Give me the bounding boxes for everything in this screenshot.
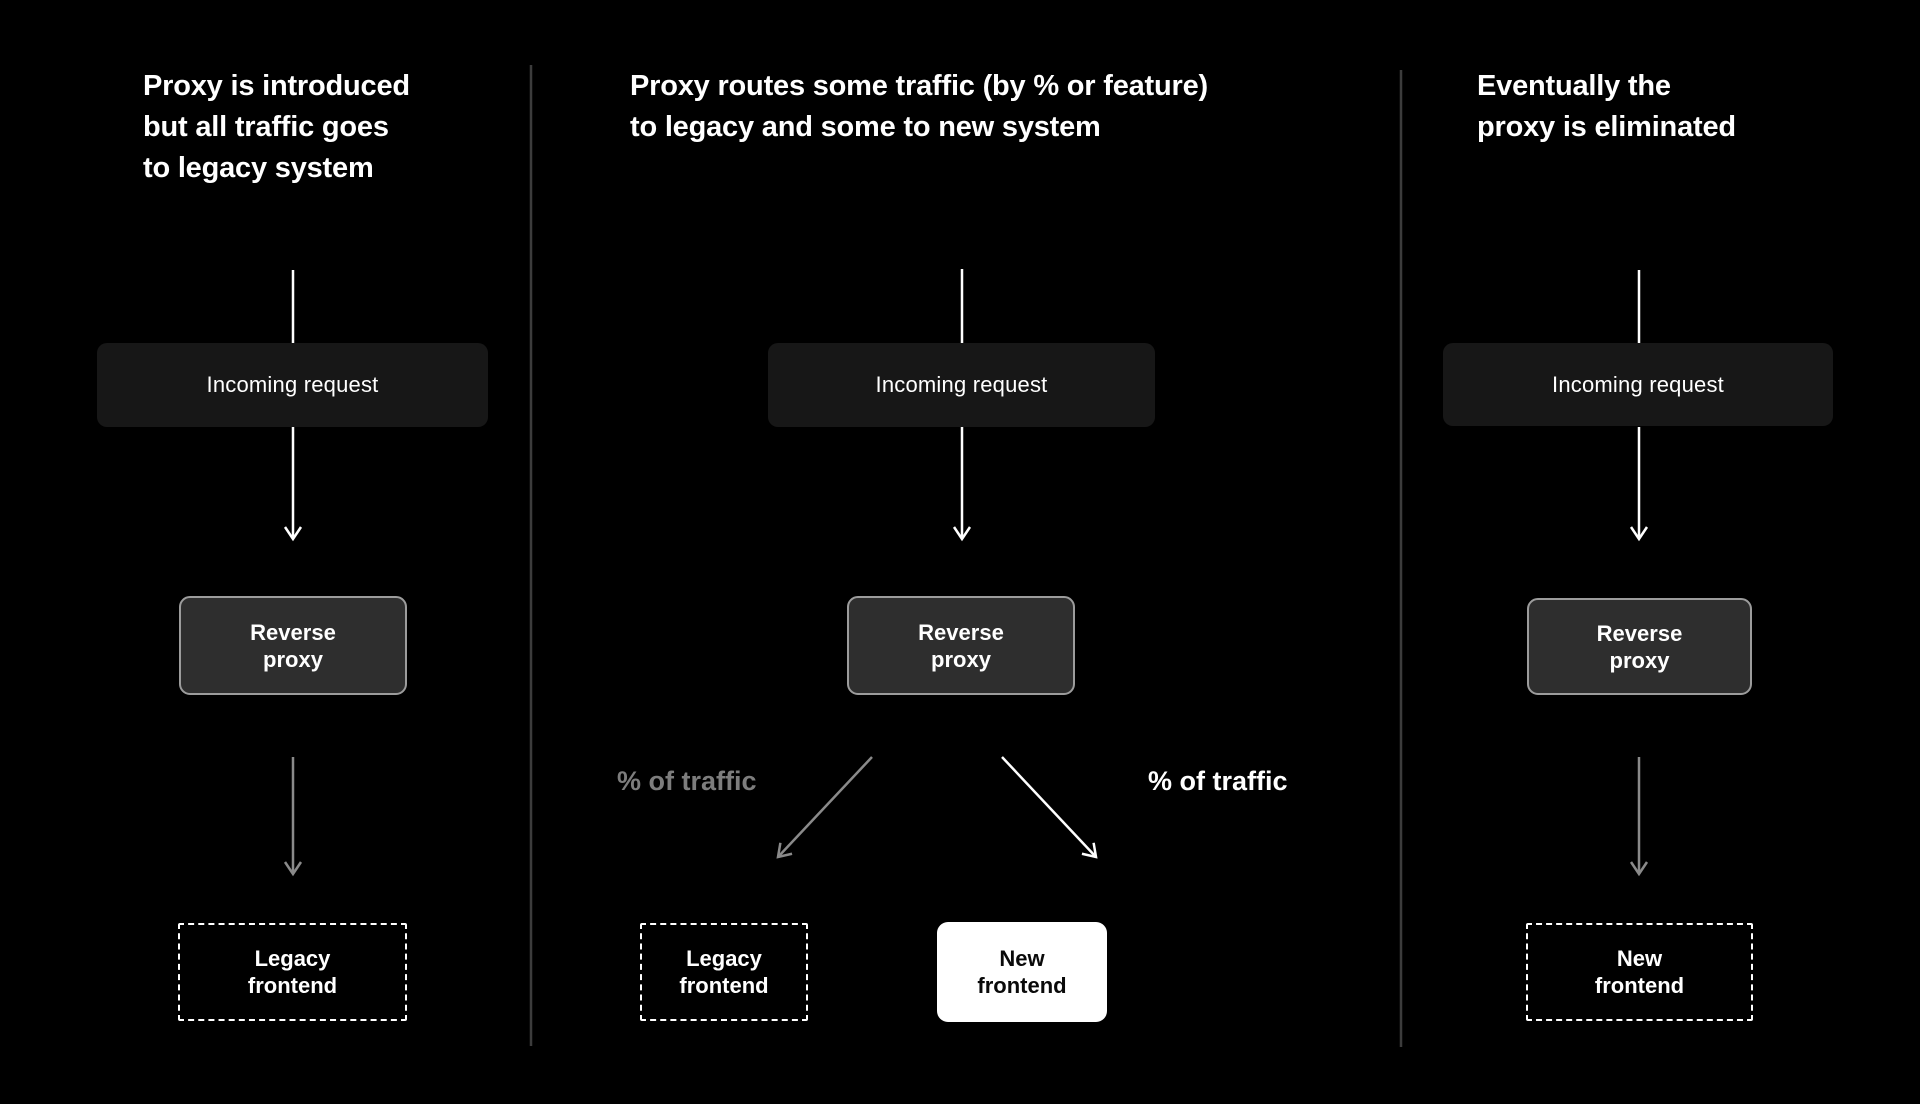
reverse-proxy-box-1: Reverse proxy <box>179 596 407 695</box>
reverse-proxy-label-3: Reverse proxy <box>1596 620 1683 673</box>
arrow-proxy-to-new-2 <box>1001 756 1098 859</box>
incoming-request-box-1: Incoming request <box>97 343 488 427</box>
new-frontend-label-3: New frontend <box>1594 946 1685 998</box>
reverse-proxy-label-1: Reverse proxy <box>250 619 336 672</box>
legacy-frontend-label-1: Legacy frontend <box>247 946 338 998</box>
new-frontend-label-2: New frontend <box>977 946 1067 998</box>
legacy-frontend-box-2: Legacy frontend <box>640 923 808 1021</box>
incoming-request-label-3: Incoming request <box>1552 371 1724 397</box>
incoming-request-box-2: Incoming request <box>768 343 1155 427</box>
panel-1-title: Proxy is introduced but all traffic goes… <box>143 70 410 184</box>
legacy-frontend-label-2: Legacy frontend <box>679 946 769 998</box>
incoming-request-label-2: Incoming request <box>875 372 1048 397</box>
incoming-request-box-3: Incoming request <box>1443 343 1833 426</box>
incoming-request-label-1: Incoming request <box>206 372 379 397</box>
panel-3-title: Eventually the proxy is eliminated <box>1477 70 1736 143</box>
legacy-frontend-box-1: Legacy frontend <box>178 923 407 1021</box>
panel-2-title: Proxy routes some traffic (by % or featu… <box>630 70 1208 143</box>
reverse-proxy-label-2: Reverse proxy <box>918 619 1004 672</box>
traffic-percent-label-left: % of traffic <box>617 766 757 796</box>
reverse-proxy-box-3: Reverse proxy <box>1527 598 1752 695</box>
new-frontend-box-2: New frontend <box>937 922 1107 1022</box>
reverse-proxy-box-2: Reverse proxy <box>847 596 1075 695</box>
new-frontend-box-3: New frontend <box>1526 923 1753 1021</box>
arrow-proxy-to-legacy-2 <box>776 756 873 859</box>
traffic-percent-label-right: % of traffic <box>1148 766 1288 796</box>
